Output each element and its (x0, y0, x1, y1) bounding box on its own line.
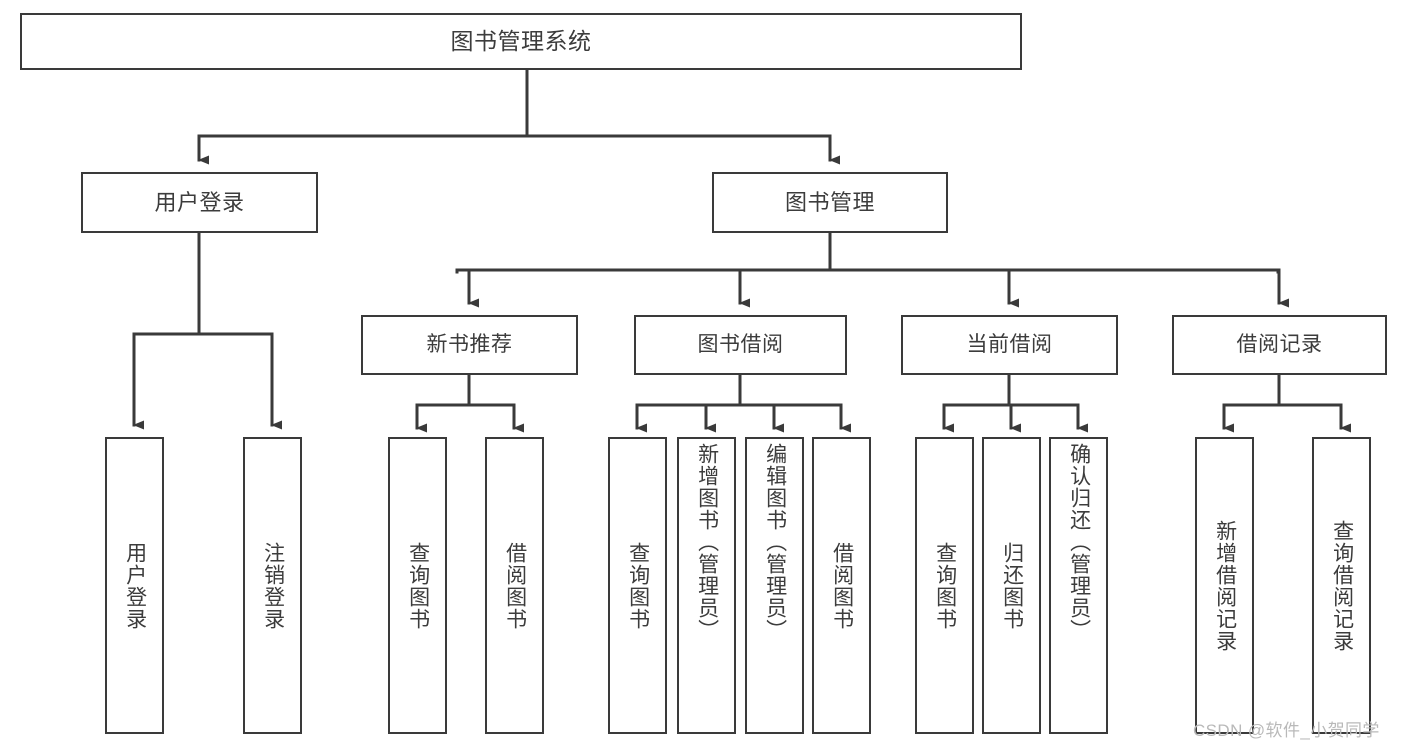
node-confirm-return-admin[interactable]: 确认归还（管理员） (1049, 437, 1108, 734)
node-borrow-book-action-label: 借阅图书 (830, 541, 854, 630)
node-return-book-label: 归还图书 (1000, 541, 1024, 630)
node-query-book-recommend-label: 查询图书 (406, 541, 430, 630)
node-user-login-action-label: 用户登录 (123, 541, 147, 630)
node-return-book[interactable]: 归还图书 (982, 437, 1041, 734)
node-user-logout-action[interactable]: 注销登录 (243, 437, 302, 734)
node-user-login[interactable]: 用户登录 (81, 172, 318, 233)
node-borrow-book-recommend[interactable]: 借阅图书 (485, 437, 544, 734)
node-new-book-recommend-label: 新书推荐 (426, 332, 513, 356)
node-book-manage-label: 图书管理 (784, 189, 875, 215)
node-user-login-action[interactable]: 用户登录 (105, 437, 164, 734)
node-user-logout-action-label: 注销登录 (261, 541, 285, 630)
node-query-borrow-record-label: 查询借阅记录 (1330, 519, 1354, 652)
node-root-label: 图书管理系统 (450, 27, 592, 54)
node-user-login-label: 用户登录 (154, 189, 245, 215)
node-query-book-current[interactable]: 查询图书 (915, 437, 974, 734)
node-root[interactable]: 图书管理系统 (20, 13, 1022, 70)
node-current-borrow[interactable]: 当前借阅 (901, 315, 1118, 375)
node-add-book-admin-label: 新增图书（管理员） (695, 443, 719, 641)
node-add-book-admin[interactable]: 新增图书（管理员） (677, 437, 736, 734)
node-book-borrow[interactable]: 图书借阅 (634, 315, 847, 375)
node-borrow-record[interactable]: 借阅记录 (1172, 315, 1387, 375)
node-edit-book-admin[interactable]: 编辑图书（管理员） (745, 437, 804, 734)
node-confirm-return-admin-label: 确认归还（管理员） (1067, 443, 1091, 641)
node-edit-book-admin-label: 编辑图书（管理员） (763, 443, 787, 641)
node-query-book-recommend[interactable]: 查询图书 (388, 437, 447, 734)
node-book-borrow-label: 图书借阅 (697, 332, 784, 356)
node-query-book-borrow-label: 查询图书 (626, 541, 650, 630)
node-book-manage[interactable]: 图书管理 (712, 172, 948, 233)
node-new-book-recommend[interactable]: 新书推荐 (361, 315, 578, 375)
csdn-watermark: CSDN @软件_小贺同学 (1193, 721, 1380, 740)
node-query-book-current-label: 查询图书 (933, 541, 957, 630)
node-borrow-book-action[interactable]: 借阅图书 (812, 437, 871, 734)
node-add-borrow-record-label: 新增借阅记录 (1213, 519, 1237, 652)
node-query-book-borrow[interactable]: 查询图书 (608, 437, 667, 734)
node-borrow-record-label: 借阅记录 (1236, 332, 1323, 356)
node-add-borrow-record[interactable]: 新增借阅记录 (1195, 437, 1254, 734)
node-current-borrow-label: 当前借阅 (966, 332, 1053, 356)
node-borrow-book-recommend-label: 借阅图书 (503, 541, 527, 630)
node-query-borrow-record[interactable]: 查询借阅记录 (1312, 437, 1371, 734)
